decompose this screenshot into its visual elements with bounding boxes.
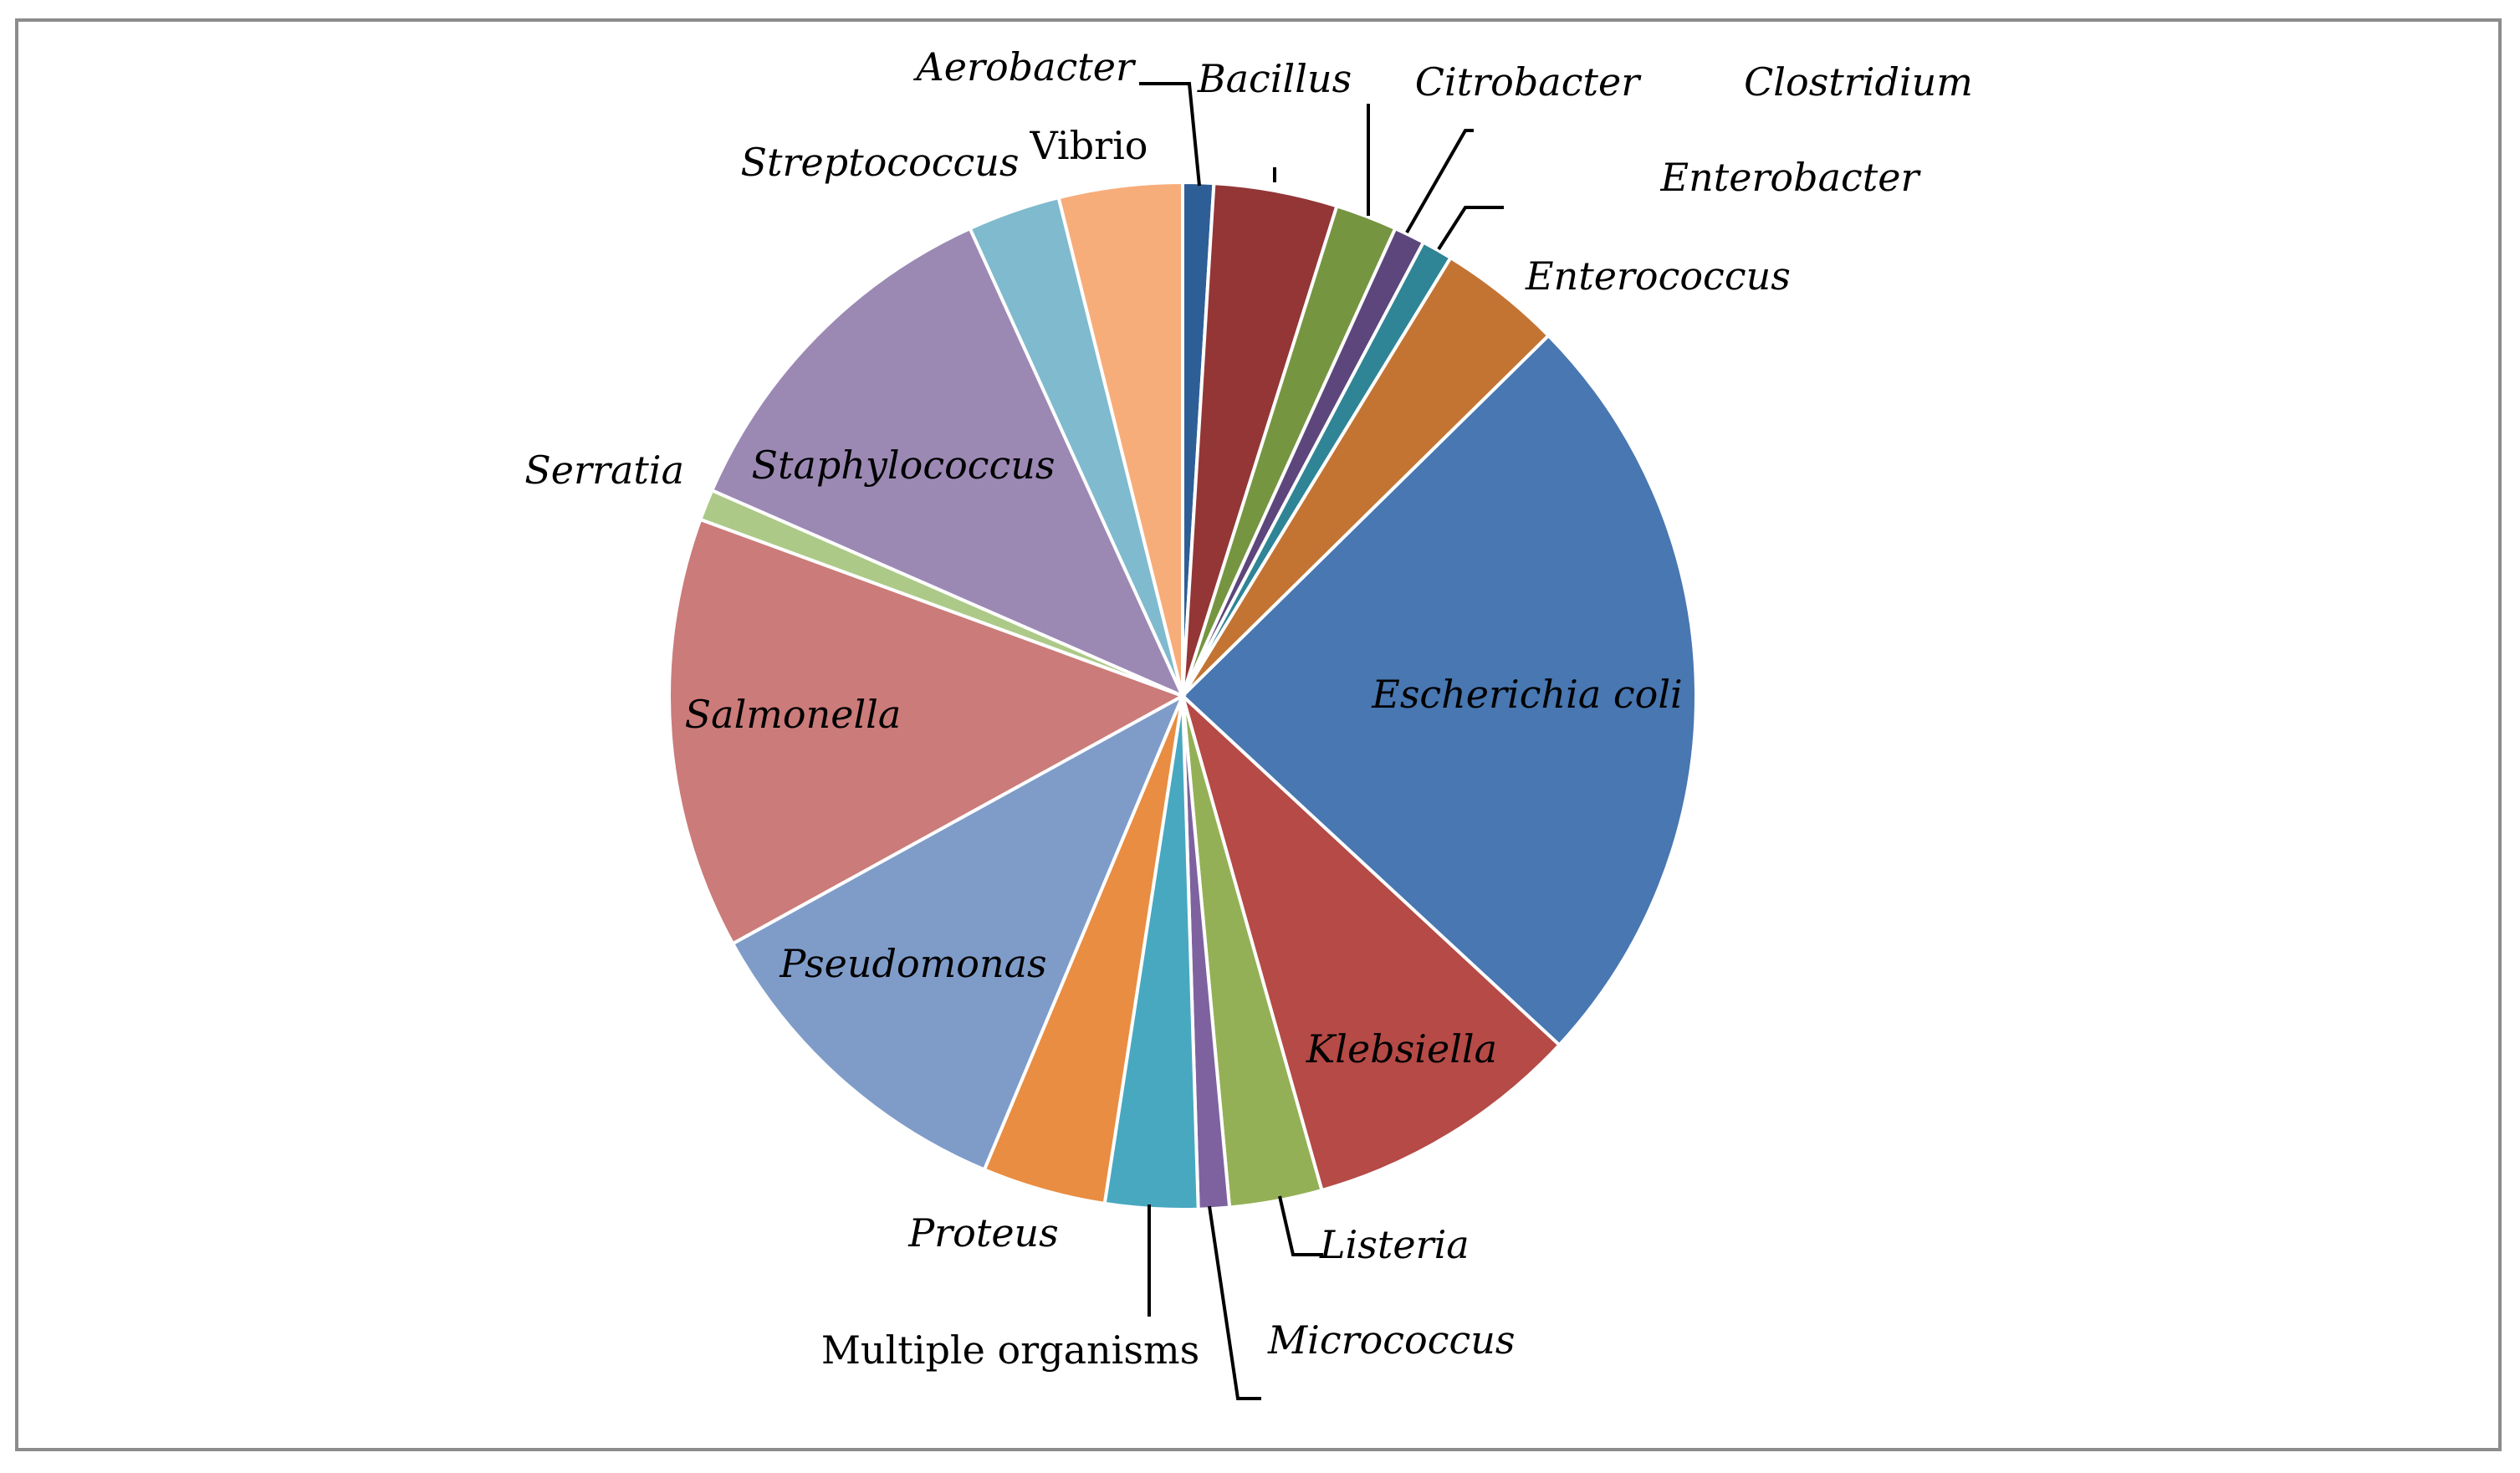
slice-label-streptococcus: Streptococcus: [740, 140, 1019, 185]
leader-line-aerobacter: [1139, 82, 1201, 187]
slice-label-salmonella: Salmonella: [685, 692, 902, 737]
slice-label-aerobacter: Aerobacter: [913, 44, 1137, 90]
pie-slice-staphylococcus: [709, 226, 1186, 699]
leader-line-enterobacter: [1437, 206, 1504, 251]
leader-lines: [1139, 82, 1504, 1400]
pie-slice-escherichia-coli: [1180, 333, 1698, 1048]
leader-line-listeria: [1278, 1195, 1323, 1256]
slice-label-listeria: Listeria: [1319, 1222, 1470, 1267]
slice-labels: Aerobacter Bacillus Citrobacter Clostridium…: [524, 44, 1973, 1373]
slice-label-pseudomonas: Pseudomonas: [779, 941, 1046, 986]
slice-label-vibrio: Vibrio: [1030, 123, 1148, 168]
pie-slice-pseudomonas: [730, 692, 1187, 1172]
pie-slice-salmonella: [667, 517, 1187, 946]
slice-label-micrococcus: Micrococcus: [1267, 1317, 1515, 1363]
pie-slices: [667, 180, 1698, 1211]
slice-label-multiple-organisms: Multiple organisms: [821, 1327, 1199, 1373]
leader-line-micrococcus: [1208, 1205, 1261, 1400]
slice-label-staphylococcus: Staphylococcus: [751, 442, 1055, 488]
leader-line-clostridium: [1405, 129, 1474, 233]
slice-label-clostridium: Clostridium: [1744, 59, 1973, 105]
slice-label-proteus: Proteus: [907, 1210, 1059, 1256]
slice-label-citrobacter: Citrobacter: [1415, 59, 1642, 105]
slice-label-escherichia-coli: Escherichia coli: [1371, 672, 1683, 717]
slice-label-bacillus: Bacillus: [1197, 56, 1352, 101]
pie-slice-klebsiella: [1179, 690, 1562, 1193]
slice-label-serratia: Serratia: [524, 448, 684, 493]
slice-label-enterococcus: Enterococcus: [1525, 253, 1791, 299]
slice-label-enterobacter: Enterobacter: [1660, 155, 1922, 200]
slice-label-klebsiella: Klebsiella: [1306, 1026, 1497, 1072]
pie-slice-vibrio: [1056, 180, 1184, 697]
